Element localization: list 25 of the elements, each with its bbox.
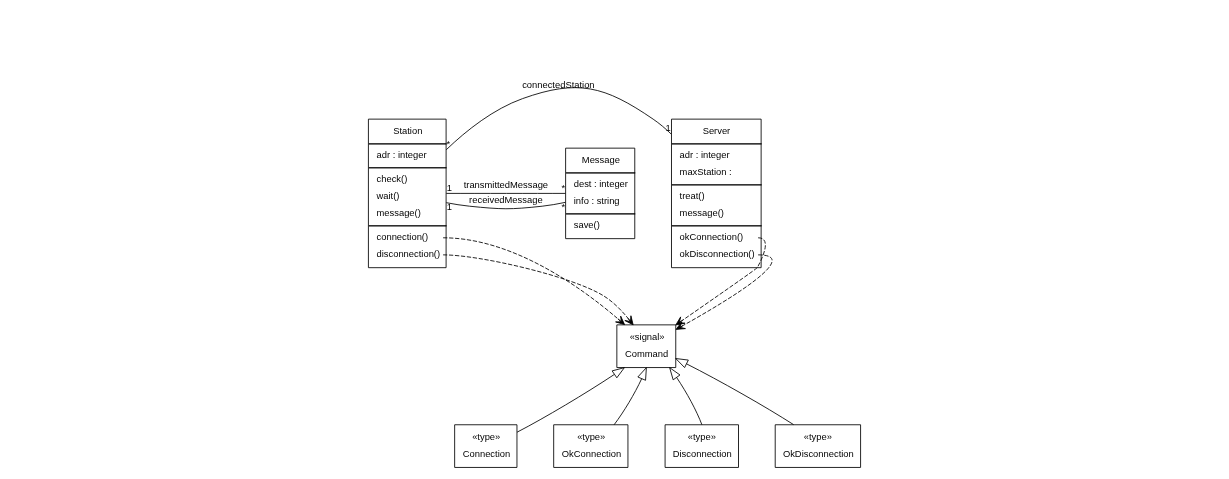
connector — [445, 87, 672, 151]
label: * — [561, 181, 566, 193]
label: 1 — [446, 181, 452, 193]
arrow — [442, 254, 634, 326]
arrow — [675, 358, 794, 426]
connector — [445, 201, 566, 210]
node-box: «signal» Command — [616, 324, 677, 368]
label: 1 — [665, 122, 671, 134]
arrow — [675, 237, 766, 326]
node-box: «type» Connection — [454, 424, 518, 468]
arrow — [675, 254, 773, 330]
label: 1 — [446, 201, 452, 213]
arrow — [613, 367, 647, 426]
arrow — [516, 367, 625, 433]
arrow — [669, 367, 703, 426]
edge-label: connectedStation — [522, 79, 595, 91]
connector — [445, 192, 566, 194]
label: * — [561, 200, 566, 212]
edge-label: receivedMessage — [469, 194, 543, 206]
node-box: «type» OkConnection — [553, 424, 629, 468]
edge-label: transmittedMessage — [463, 179, 549, 191]
arrow — [442, 237, 625, 326]
node-box: «type» OkDisconnection — [774, 424, 861, 468]
node-box: «type» Disconnection — [664, 424, 739, 468]
label: * — [446, 137, 451, 149]
